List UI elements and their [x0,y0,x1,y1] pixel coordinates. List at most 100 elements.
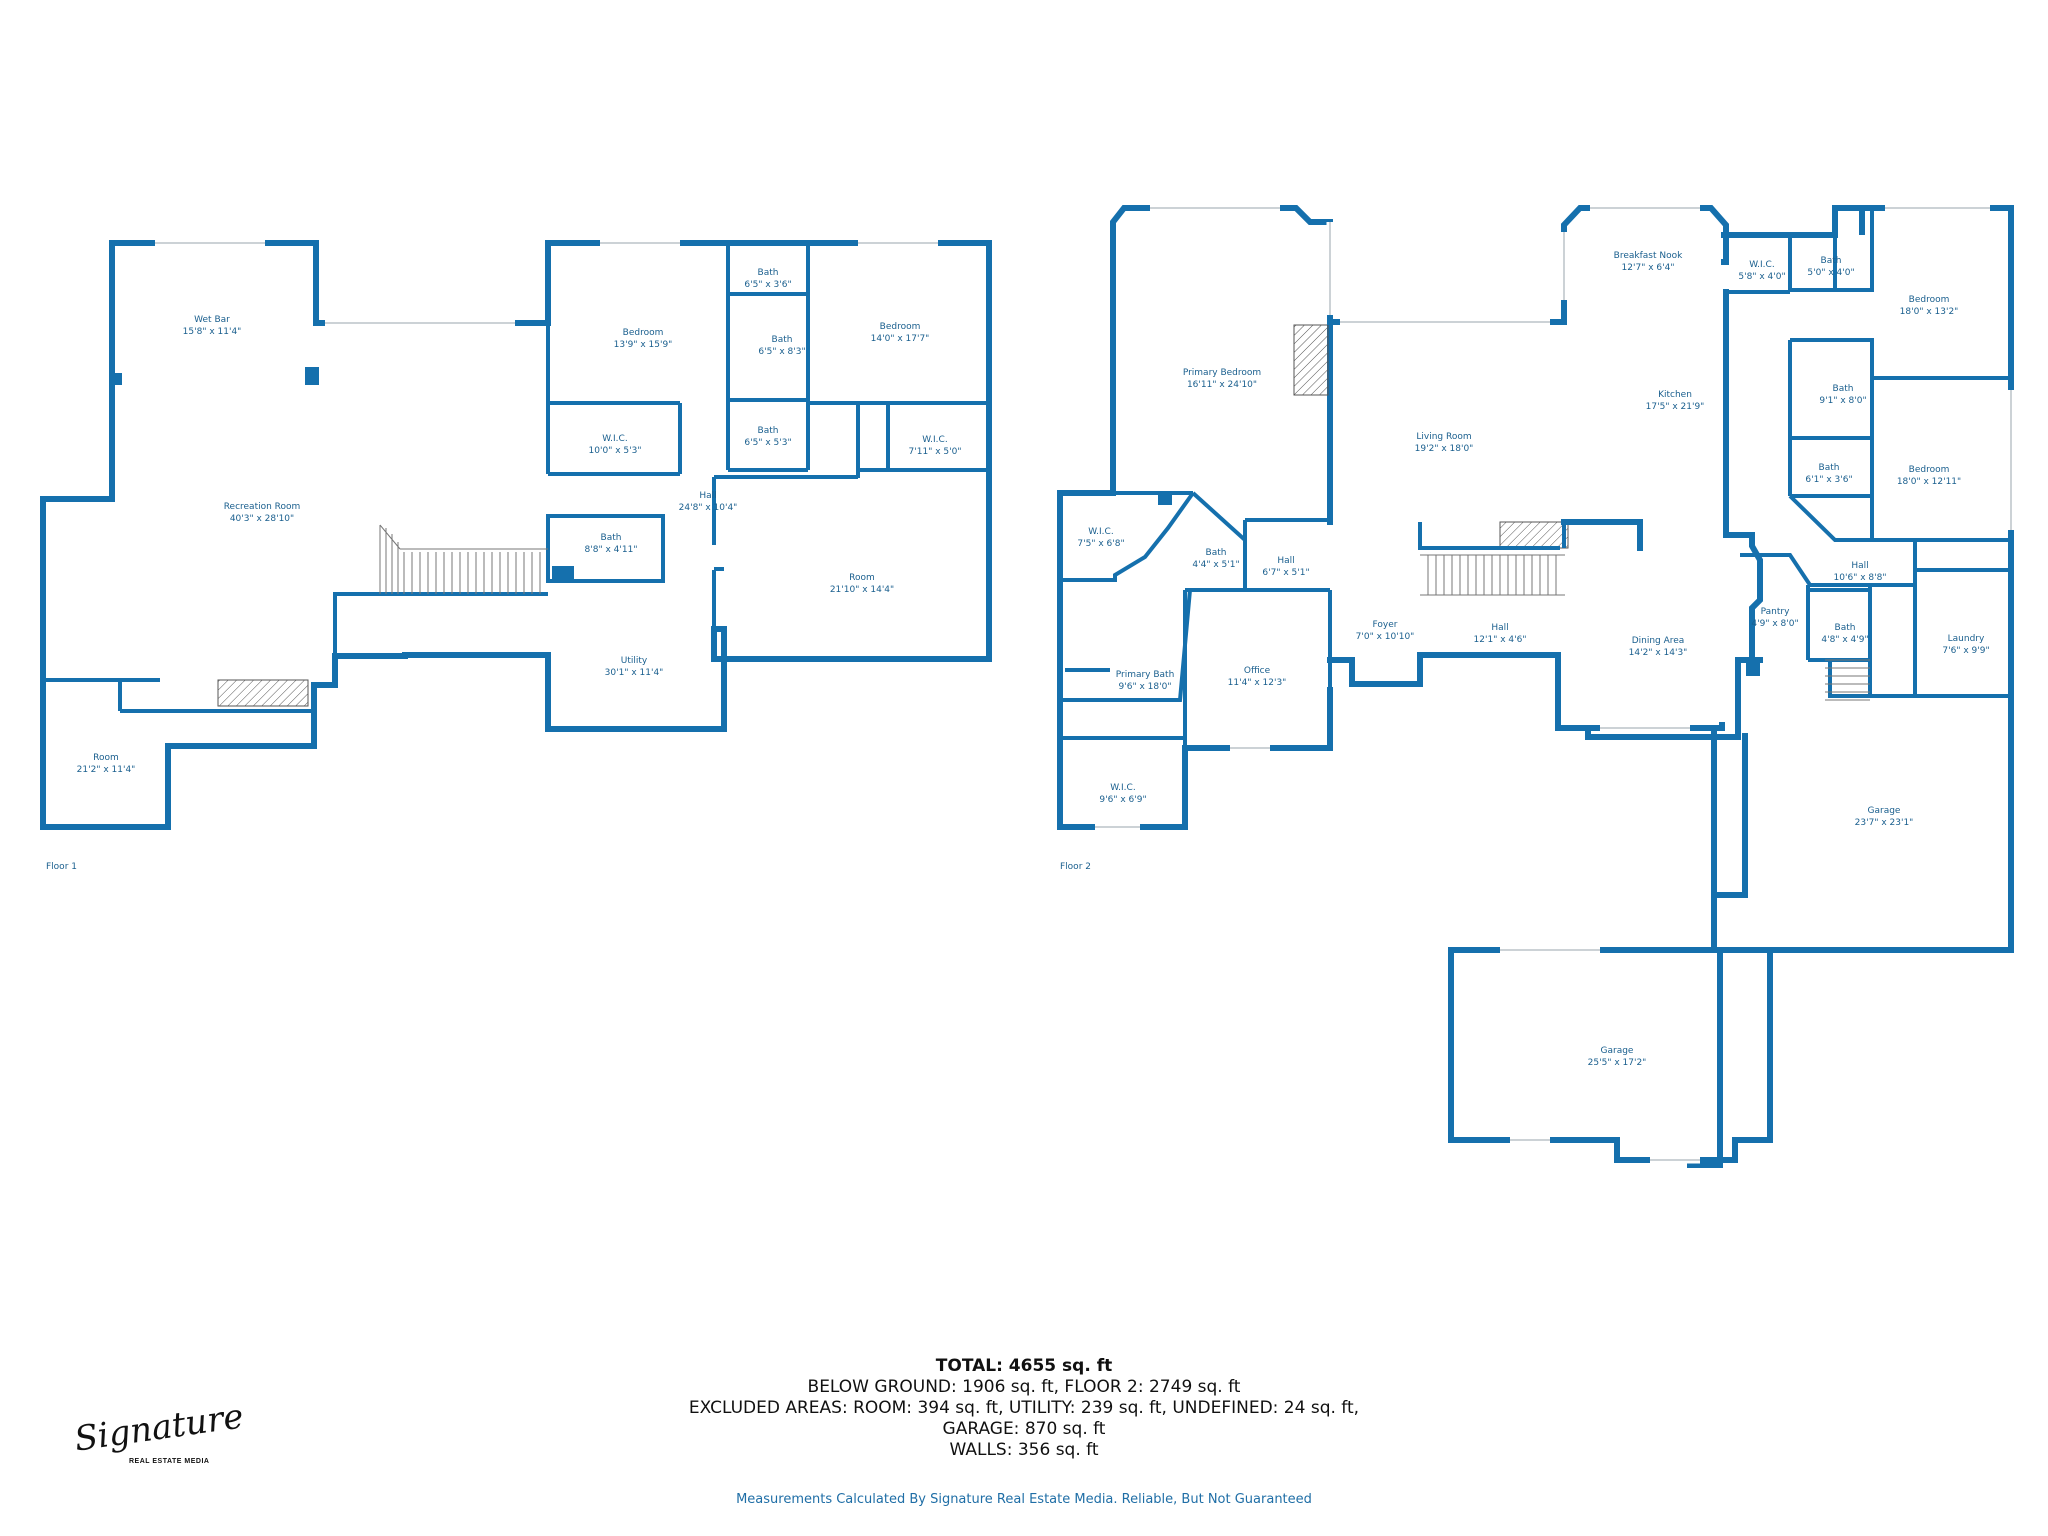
room-label-dining-area: Dining Area [1632,636,1685,646]
room-dim-hall: 12'1" x 4'6" [1474,635,1527,645]
room-dim-hall: 10'6" x 8'8" [1834,573,1887,583]
room-dim-room: 21'10" x 14'4" [830,585,894,595]
room-label-wic: W.I.C. [602,434,627,444]
floor-2-wall [1828,660,1870,698]
room-dim-bath: 6'5" x 8'3" [758,347,805,357]
room-dim-wic: 9'6" x 6'9" [1099,795,1146,805]
room-dim-living-room: 19'2" x 18'0" [1415,444,1474,454]
room-dim-dining-area: 14'2" x 14'3" [1629,648,1688,658]
room-label-hall: Hall [1277,556,1294,566]
room-dim-bedroom: 14'0" x 17'7" [871,334,930,344]
room-dim-office: 11'4" x 12'3" [1228,678,1287,688]
room-label-living-room: Living Room [1416,432,1471,442]
room-dim-bedroom: 18'0" x 12'11" [1897,477,1961,487]
room-dim-primary-bath: 9'6" x 18'0" [1119,682,1172,692]
floor-2-exterior-wall [1585,657,1763,740]
room-label-bath: Bath [758,426,779,436]
floor-2-wall [1418,522,1560,550]
floor-2-wall [1913,570,2011,698]
room-label-wic: W.I.C. [1110,783,1135,793]
garage-area: GARAGE: 870 sq. ft [942,1419,1106,1439]
floor-1-fireplace [217,679,309,707]
floor-1-exterior-wall [40,240,992,830]
room-dim-wic: 7'11" x 5'0" [909,447,962,457]
room-dim-room: 21'2" x 11'4" [77,765,136,775]
room-label-garage: Garage [1601,1046,1634,1056]
excluded-areas: EXCLUDED AREAS: ROOM: 394 sq. ft, UTILIT… [688,1398,1360,1418]
room-dim-pantry: 4'9" x 8'0" [1751,619,1798,629]
room-label-bath: Bath [1835,623,1856,633]
floor-1-plan: Wet Bar 15'8" x 11'4" Recreation Room 40… [40,239,992,872]
room-dim-bedroom: 18'0" x 13'2" [1900,307,1959,317]
floor-2-column [1158,493,1172,505]
floor-2-column [1746,658,1760,676]
room-label-bedroom: Bedroom [1909,465,1950,475]
area-summary: TOTAL: 4655 sq. ft BELOW GROUND: 1906 sq… [0,1355,2048,1461]
room-label-laundry: Laundry [1948,634,1985,644]
room-dim-bath: 8'8" x 4'11" [585,545,638,555]
room-dim-bath: 4'8" x 4'9" [1821,635,1868,645]
room-label-bath: Bath [601,533,622,543]
floor-2-wall [1790,208,1874,292]
floor-2-plan: Primary Bedroom 16'11" x 24'10" W.I.C. 7… [1057,204,2015,1168]
walls-area: WALLS: 356 sq. ft [949,1440,1099,1460]
room-label-breakfast-nook: Breakfast Nook [1614,251,1683,261]
room-label-room: Room [93,753,119,763]
floor-1-label: Floor 1 [46,862,77,872]
room-label-hall: Hall [1851,561,1868,571]
room-label-bath: Bath [758,268,779,278]
floor-1-column [114,373,122,385]
logo-script: Signature [72,1396,247,1460]
room-label-wic: W.I.C. [1088,527,1113,537]
floor-1-stair [379,524,548,594]
room-label-hall: Hall [699,491,716,501]
room-label-pantry: Pantry [1761,607,1790,617]
floor-1-fixture [552,566,574,581]
room-label-bedroom: Bedroom [623,328,664,338]
room-dim-laundry: 7'6" x 9'9" [1942,646,1989,656]
logo-subtitle: REAL ESTATE MEDIA [129,1458,210,1465]
room-label-recreation-room: Recreation Room [224,502,301,512]
room-label-bath: Bath [1821,256,1842,266]
room-dim-bath: 6'1" x 3'6" [1805,475,1852,485]
room-label-utility: Utility [621,656,648,666]
floor-2-wall [1788,494,2011,542]
room-label-hall: Hall [1491,623,1508,633]
room-label-bedroom: Bedroom [1909,295,1950,305]
room-dim-hall: 24'8" x 10'4" [679,503,738,513]
room-label-bath: Bath [772,335,793,345]
room-dim-utility: 30'1" x 11'4" [605,668,664,678]
floor-2-exterior-wall [1561,519,1643,551]
room-label-office: Office [1244,666,1271,676]
room-dim-wic: 10'0" x 5'3" [589,446,642,456]
room-label-bath: Bath [1206,548,1227,558]
disclaimer-text: Measurements Calculated By Signature Rea… [736,1492,1312,1507]
total-area: TOTAL: 4655 sq. ft [935,1356,1113,1376]
room-dim-garage: 25'5" x 17'2" [1588,1058,1647,1068]
floor-1-windows [155,239,938,327]
floor-2-stair [1420,554,1565,596]
room-dim-bath: 4'4" x 5'1" [1192,560,1239,570]
floor-2-stair [1825,659,1870,701]
floor-2-fireplace [1499,521,1569,549]
room-label-kitchen: Kitchen [1658,390,1692,400]
room-label-bath: Bath [1819,463,1840,473]
floor-2-wall [1060,491,1195,582]
floor-1-column [305,367,319,385]
area-breakdown: BELOW GROUND: 1906 sq. ft, FLOOR 2: 2749… [807,1377,1241,1397]
floor-2-exterior-wall [1711,725,1748,898]
room-label-foyer: Foyer [1373,620,1398,630]
room-dim-garage: 23'7" x 23'1" [1855,818,1914,828]
room-dim-hall: 6'7" x 5'1" [1262,568,1309,578]
room-dim-bath: 5'0" x 4'0" [1807,268,1854,278]
room-label-wic: W.I.C. [1749,260,1774,270]
signature-logo: Signature REAL ESTATE MEDIA [72,1396,246,1480]
floor-2-exterior-wall [1687,205,2014,1168]
room-dim-bath: 6'5" x 3'6" [744,280,791,290]
room-dim-wic: 5'8" x 4'0" [1738,272,1785,282]
floor-2-wall [1790,338,1874,540]
room-label-room: Room [849,573,875,583]
room-dim-breakfast-nook: 12'7" x 6'4" [1622,263,1675,273]
room-label-bedroom: Bedroom [880,322,921,332]
